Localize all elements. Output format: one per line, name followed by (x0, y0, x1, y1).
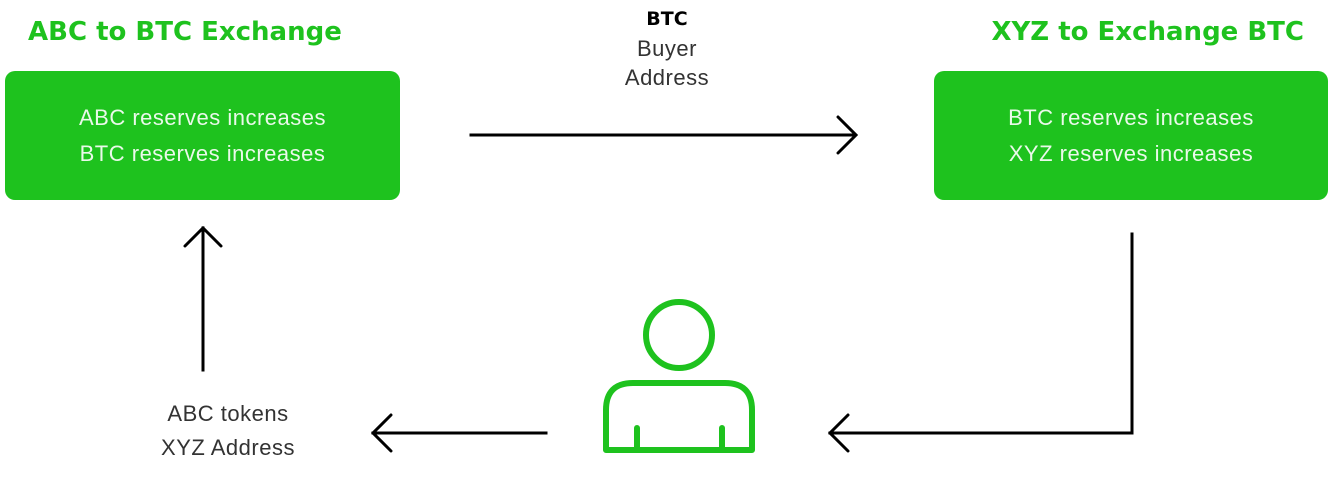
user-icon (603, 299, 755, 453)
top-transfer-line-2: Address (624, 65, 710, 90)
left-exchange-line-1: ABC reserves increases (79, 104, 326, 130)
left-exchange-title: ABC to BTC Exchange (28, 17, 342, 47)
right-exchange-line-1: BTC reserves increases (1008, 104, 1254, 130)
arrow-up-left (183, 225, 223, 372)
left-exchange-line-2: BTC reserves increases (79, 140, 326, 166)
arrow-right-top (469, 115, 859, 155)
bottom-transfer-label: ABC tokens XYZ Address (128, 397, 328, 465)
left-exchange-box: ABC reserves increases BTC reserves incr… (5, 71, 400, 200)
right-exchange-line-2: XYZ reserves increases (1008, 140, 1254, 166)
arrow-right-down-left (827, 232, 1134, 453)
top-transfer-label: BTC Buyer Address (567, 5, 767, 92)
right-exchange-box: BTC reserves increases XYZ reserves incr… (934, 71, 1328, 200)
arrow-left-bottom (370, 413, 548, 453)
right-exchange-title: XYZ to Exchange BTC (991, 17, 1304, 47)
bottom-transfer-line-1: ABC tokens (167, 401, 289, 426)
bottom-transfer-line-2: XYZ Address (161, 435, 295, 460)
top-transfer-asset: BTC (646, 8, 688, 30)
top-transfer-line-1: Buyer (637, 36, 697, 61)
